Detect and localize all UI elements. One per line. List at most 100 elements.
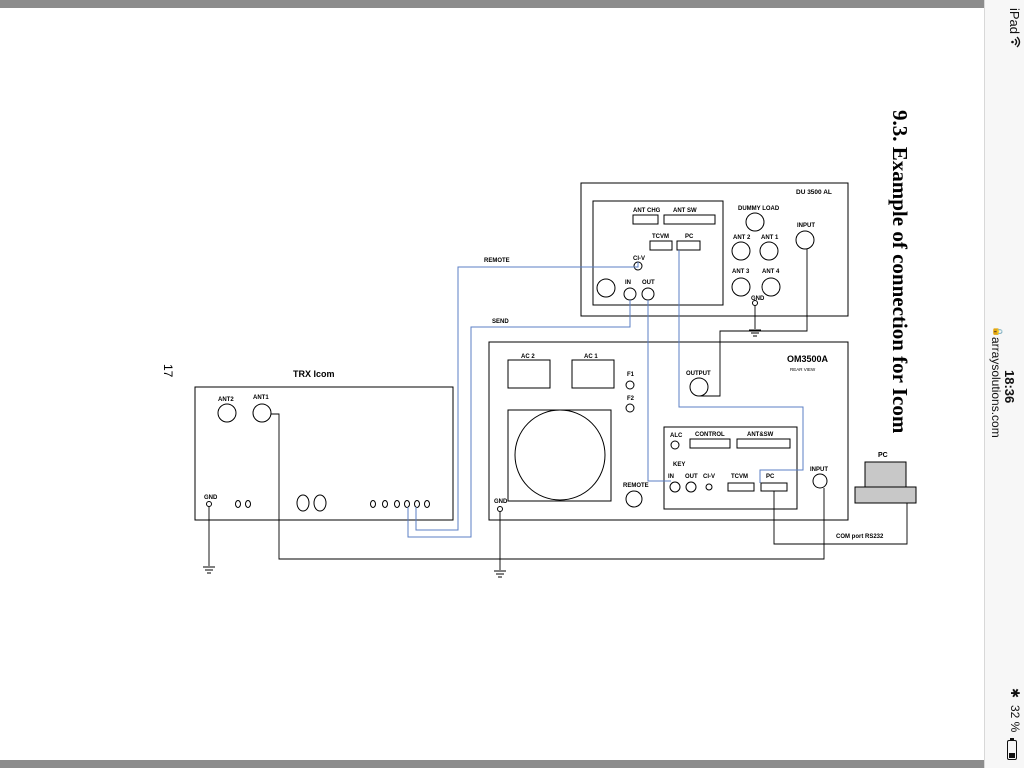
- du-pc-connector: [676, 240, 701, 251]
- bluetooth-icon: ✱: [1008, 688, 1022, 699]
- trx-gnd-label: GND: [204, 495, 218, 501]
- om-ac2-label: AC 2: [521, 354, 535, 360]
- trx-large-jack: [296, 494, 310, 512]
- om-alc-label: ALC: [670, 433, 683, 439]
- trx-outline: [194, 386, 454, 521]
- pc-computer: [854, 461, 917, 504]
- om-fuse-f1: [625, 380, 635, 390]
- om-output-connector: [689, 377, 709, 397]
- om-key-in-label: IN: [668, 474, 674, 480]
- om-fan-frame: [507, 409, 612, 502]
- om-civ-jack: [705, 483, 713, 491]
- battery-percent: 32 %: [1008, 705, 1022, 733]
- ground-symbols: [203, 329, 761, 578]
- om-alc-jack: [670, 440, 680, 450]
- du-civ-label: CI-V: [633, 256, 645, 262]
- du3500-panel: [592, 200, 724, 306]
- du-ant-chg-label: ANT CHG: [633, 208, 661, 214]
- om-antsw-connector: [736, 438, 791, 449]
- om-outline: [488, 341, 849, 521]
- pc-label: PC: [878, 452, 888, 459]
- du-title: DU 3500 AL: [796, 189, 832, 196]
- trx-title: TRX Icom: [293, 369, 335, 379]
- om-output-to-du-input-wire: [699, 249, 808, 397]
- wifi-icon: [1007, 36, 1022, 48]
- om-ac1-label: AC 1: [584, 354, 598, 360]
- du-pc-label: PC: [685, 234, 694, 240]
- om-pc-connector: [760, 482, 788, 492]
- trx-ant1-label: ANT1: [253, 395, 269, 401]
- om-key-label: KEY: [673, 462, 685, 468]
- du-ant-sw-connector: [663, 214, 716, 225]
- trx-small-jack: [404, 500, 410, 508]
- om-tcvm-label: TCVM: [731, 474, 748, 480]
- du-tcvm-label: TCVM: [652, 234, 669, 240]
- trx-ant1-to-om-input-wire: [271, 413, 825, 560]
- pc-monitor: [864, 461, 907, 489]
- trx-icom-unit: [194, 386, 454, 521]
- om-input-connector: [812, 473, 828, 489]
- om-control-label: CONTROL: [695, 432, 725, 438]
- du-ant3-label: ANT 3: [732, 269, 750, 275]
- om3500a-unit: [488, 341, 849, 521]
- trx-gnd-terminal: [206, 501, 212, 507]
- om-f1-label: F1: [627, 372, 635, 378]
- com-port-label: COM port RS232: [836, 534, 884, 540]
- du3500-unit: [580, 182, 849, 317]
- om-input-label: INPUT: [810, 467, 828, 473]
- trx-jack: [235, 500, 241, 508]
- remote-wire-label: REMOTE: [484, 258, 510, 264]
- du-out-to-om-key-in-wire: [647, 300, 671, 482]
- address-host[interactable]: arraysolutions.com: [989, 337, 1003, 438]
- du-out-jack: [641, 287, 655, 301]
- om-f2-label: F2: [627, 396, 635, 402]
- du-ant4-label: ANT 4: [762, 269, 780, 275]
- om-gnd-label: GND: [494, 499, 508, 505]
- om-civ-label: CI-V: [703, 474, 715, 480]
- du3500-outline: [580, 182, 849, 317]
- du-ant1-label: ANT 1: [761, 235, 779, 241]
- om-antsw-label: ANT&SW: [747, 432, 774, 438]
- du-ant2-connector: [731, 241, 751, 261]
- du-input-connector: [795, 230, 815, 250]
- om-subtitle: REAR VIEW: [790, 367, 816, 372]
- remote-wire: [415, 262, 639, 531]
- om-key-out-label: OUT: [685, 474, 698, 480]
- trx-ant1-connector: [252, 403, 272, 423]
- om-fan: [514, 409, 606, 501]
- trx-small-jack: [370, 500, 376, 508]
- du-input-label: INPUT: [797, 223, 815, 229]
- du-ant3-connector: [731, 277, 751, 297]
- om-title: OM3500A: [787, 354, 829, 364]
- du-gnd-terminal: [752, 300, 758, 306]
- bottom-toolbar-strip: [0, 760, 984, 768]
- om-fuse-f2: [625, 403, 635, 413]
- connection-diagram: DU 3500 AL ANT CHG ANT SW TCVM PC DUMMY …: [194, 182, 917, 578]
- du-gnd-label: GND: [751, 296, 765, 302]
- om-output-label: OUTPUT: [686, 371, 711, 377]
- battery-icon: [1007, 738, 1017, 760]
- clock: 18:36: [1002, 370, 1017, 404]
- om-tcvm-connector: [727, 482, 755, 492]
- om-ac2-socket: [507, 359, 551, 389]
- trx-jack: [245, 500, 251, 508]
- trx-small-jack: [382, 500, 388, 508]
- du-ant-chg-connector: [632, 214, 659, 225]
- om-control-panel: [663, 426, 798, 510]
- device-name: iPad: [1007, 8, 1022, 35]
- om-key-out-jack: [685, 481, 697, 493]
- trx-ant2-connector: [217, 403, 237, 423]
- lock-icon: 🔒: [993, 326, 1003, 338]
- trx-ant2-label: ANT2: [218, 397, 234, 403]
- om-remote-jack: [625, 490, 643, 508]
- coax-and-serial-wires: [208, 249, 908, 570]
- om-gnd-terminal: [497, 506, 503, 512]
- du-pc-to-om-pc-wire: [678, 250, 804, 483]
- du-power-knob: [596, 278, 616, 298]
- om-pc-label: PC: [766, 474, 775, 480]
- du-dummy-load-connector: [745, 212, 765, 232]
- du-out-label: OUT: [642, 280, 655, 286]
- om-control-connector: [689, 438, 731, 449]
- du-in-label: IN: [625, 280, 631, 286]
